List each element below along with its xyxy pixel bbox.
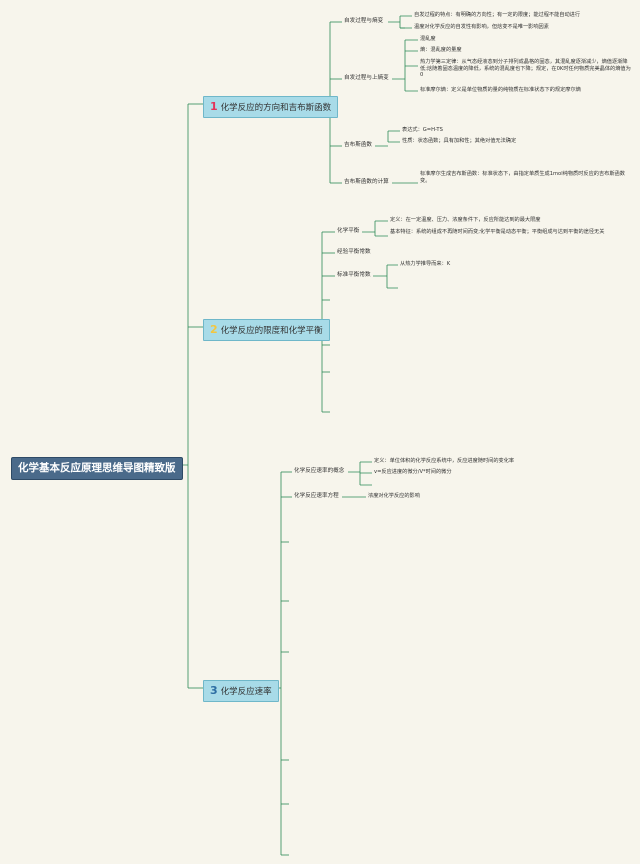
branch-2-label: 化学反应的限度和化学平衡 <box>220 326 323 336</box>
b1-c2-leaf-3: 热力学第三定律：从气态经液态到分子排列成晶格的固态，其混乱度逐渐减少，熵值逐渐降… <box>420 59 631 78</box>
b2-child-2[interactable]: 经验平衡常数 <box>337 249 371 255</box>
b1-c2-leaf-2: 熵：混乱度的量度 <box>420 47 462 53</box>
b1-c3-leaf-2: 性质：状态函数；具有加和性；其绝对值无法确定 <box>402 138 517 144</box>
b1-child-3[interactable]: 吉布斯函数 <box>344 142 372 148</box>
b2-c1-leaf-1: 定义：在一定温度、压力、浓度条件下，反应所能达到的最大限度 <box>390 217 541 223</box>
branch-3-label: 化学反应速率 <box>220 687 272 697</box>
b2-c3-leaf-1: 从热力学推导而来：K <box>400 261 451 267</box>
b1-c2-leaf-4: 标准摩尔熵：定义是单位物质的量的纯物质在标准状态下的规定摩尔熵 <box>420 87 581 93</box>
b3-c1-leaf-1: 定义：单位体积的化学反应系统中，反应进度随时间的变化率 <box>374 458 515 464</box>
branch-2-number: 2 <box>210 323 218 336</box>
b1-c1-leaf-2: 温度对化学反应的自发性有影响，但焓变不是唯一影响因素 <box>414 24 549 30</box>
root-topic[interactable]: 化学基本反应原理思维导图精致版 <box>11 457 183 481</box>
branch-3-number: 3 <box>210 684 218 697</box>
b1-child-2[interactable]: 自发过程与上熵变 <box>344 75 389 81</box>
b3-c1-leaf-2: v=反应进度的微分/V*时间的微分 <box>374 469 452 475</box>
b1-child-4[interactable]: 吉布斯函数的计算 <box>344 179 389 185</box>
b1-c1-leaf-1: 自发过程的特点：有明确的方向性；有一定的限度；能过程不能自动进行 <box>414 12 581 18</box>
b1-c4-leaf-1: 标准摩尔生成吉布斯函数：标准状态下，由指定单质生成1mol纯物质时反应的吉布斯函… <box>420 171 625 184</box>
b2-c1-leaf-2: 基本特征：系统的组成不再随时间而变;化学平衡是动态平衡；平衡组成与达到平衡的途径… <box>390 229 605 235</box>
b1-child-1[interactable]: 自发过程与熵变 <box>344 18 384 24</box>
branch-1-number: 1 <box>210 100 218 113</box>
b1-c3-leaf-1: 表达式：G=H-TS <box>402 127 443 133</box>
b3-child-1[interactable]: 化学反应速率的概念 <box>294 468 345 474</box>
b2-child-3[interactable]: 标准平衡常数 <box>337 272 371 278</box>
branch-1-label: 化学反应的方向和吉布斯函数 <box>220 103 332 113</box>
b3-c2-leaf-1: 浓度对化学反应的影响 <box>368 493 420 499</box>
b1-c2-leaf-1: 混乱度 <box>420 36 436 42</box>
b2-child-1[interactable]: 化学平衡 <box>337 228 360 234</box>
b3-child-2[interactable]: 化学反应速率方程 <box>294 493 339 499</box>
